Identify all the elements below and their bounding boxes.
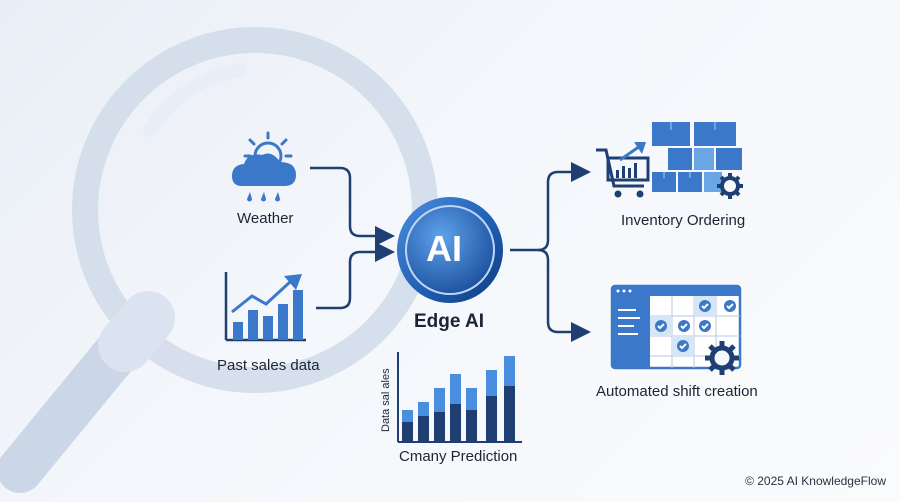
- prediction-chart: [397, 352, 522, 443]
- input-connectors: [310, 166, 395, 310]
- shifts-label: Automated shift creation: [596, 383, 758, 400]
- ai-chip-icon: [397, 197, 503, 303]
- inventory-label: Inventory Ordering: [621, 212, 746, 229]
- inventory-boxes-icon: [652, 122, 742, 192]
- output-connectors: [510, 162, 591, 342]
- ai-logo-text: AI: [426, 228, 462, 269]
- shopping-cart-icon: [596, 142, 650, 198]
- gear-icon: [705, 341, 739, 375]
- edge-ai-label: Edge AI: [414, 311, 485, 332]
- schedule-grid-icon: [610, 284, 742, 370]
- magnifying-glass-icon: [0, 27, 438, 493]
- copyright-text: © 2025 AI KnowledgeFlow: [745, 474, 886, 488]
- past-sales-label: Past sales data: [217, 357, 320, 374]
- gear-icon: [717, 173, 743, 199]
- prediction-caption: Cmany Prediction: [399, 448, 518, 465]
- weather-label: Weather: [237, 210, 294, 227]
- weather-cloud-icon: [232, 131, 296, 202]
- sales-chart-icon: [224, 272, 306, 342]
- prediction-axis-label: Data sal ales: [380, 368, 392, 432]
